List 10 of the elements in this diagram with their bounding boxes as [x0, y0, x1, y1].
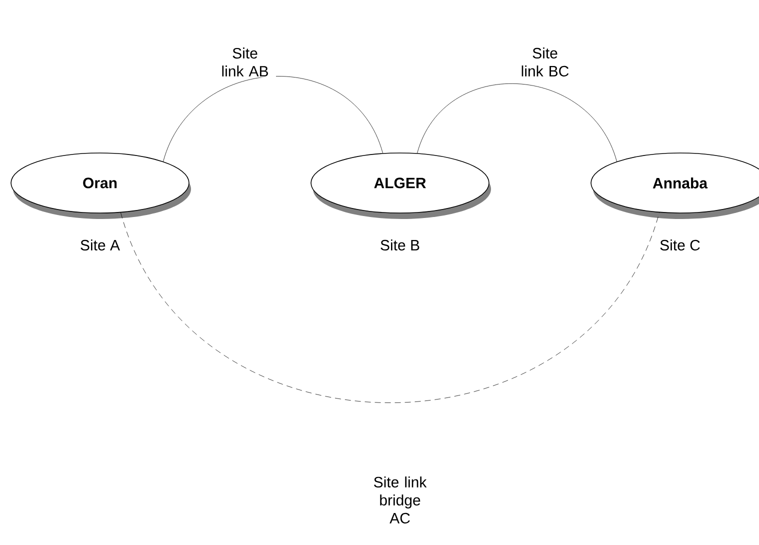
link-line — [120, 212, 660, 403]
edge-label: Site link AB — [214, 46, 276, 78]
node-label: Annaba — [652, 177, 708, 188]
edge-label: Site link bridge AC — [369, 475, 431, 524]
link-line — [417, 84, 617, 162]
site-label: Site B — [380, 239, 420, 250]
site-label: Site A — [80, 239, 120, 250]
edge-label: Site link BC — [514, 46, 576, 78]
site-label: Site C — [660, 239, 700, 250]
link-line — [163, 76, 383, 162]
